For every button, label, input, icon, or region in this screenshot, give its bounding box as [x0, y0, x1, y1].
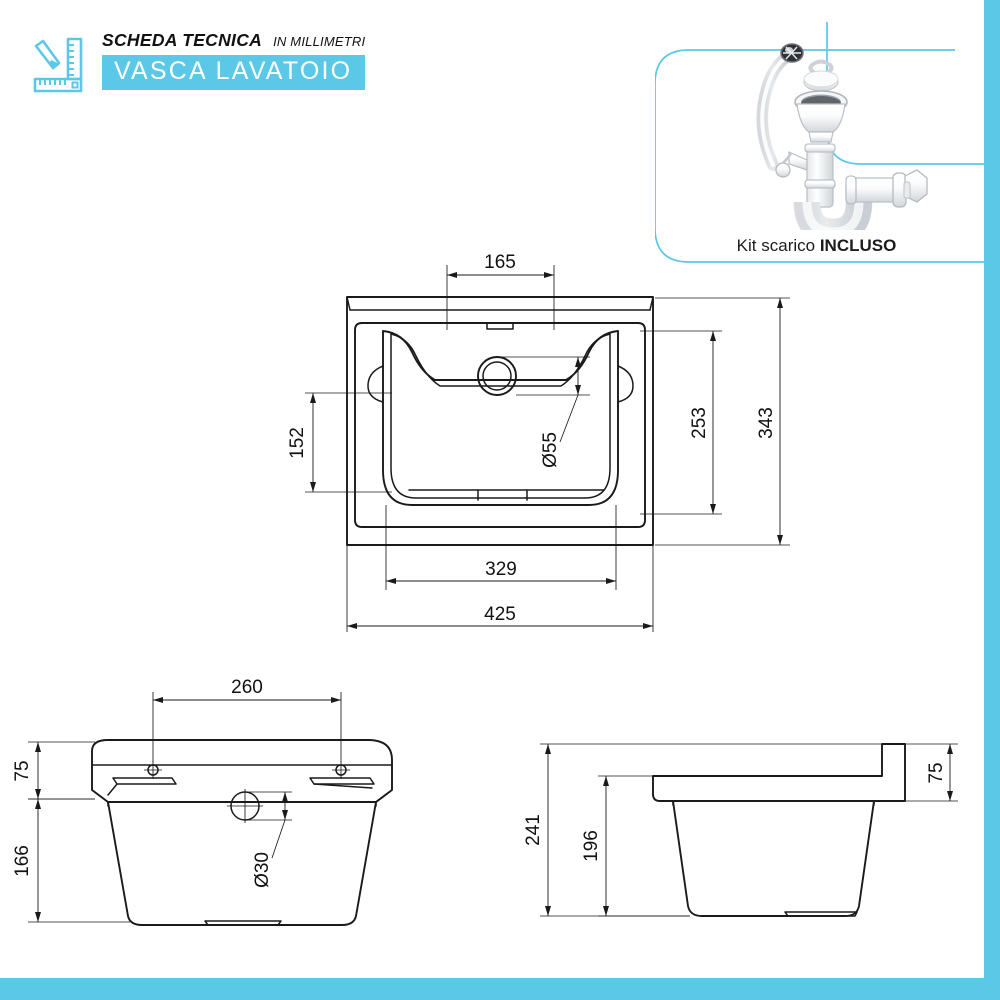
dim-152-label: 152: [287, 427, 308, 459]
dim-d30-label: Ø30: [252, 852, 273, 888]
dim-d55-label: Ø55: [540, 432, 561, 468]
front-view-drawing: 260 75 166 Ø30: [12, 677, 393, 926]
drain-kit-panel: Kit scarico INCLUSO: [655, 22, 1000, 272]
dim-241-label: 241: [523, 814, 544, 846]
dim-343-label: 343: [756, 407, 777, 439]
bottom-accent-bar: [0, 978, 1000, 1000]
product-name-banner: VASCA LAVATOIO: [102, 55, 366, 90]
dim-260-label: 260: [231, 677, 263, 698]
fixing-hole-left: [144, 761, 162, 779]
top-view-drawing: 165 152 Ø55 253 343: [287, 252, 790, 632]
kit-caption: Kit scarico INCLUSO: [655, 236, 978, 256]
dim-253-label: 253: [689, 407, 710, 439]
sheet-header: SCHEDA TECNICA IN MILLIMETRI VASCA LAVAT…: [28, 30, 366, 95]
overflow-hole: [227, 789, 263, 823]
dim-75-side-label: 75: [926, 762, 947, 783]
side-view-drawing: 241 196 75: [523, 743, 958, 917]
sheet-title: SCHEDA TECNICA: [102, 30, 263, 50]
kit-caption-emphasis: INCLUSO: [819, 236, 897, 255]
dim-75-front-label: 75: [12, 760, 33, 781]
dim-166-label: 166: [12, 845, 33, 877]
kit-caption-prefix: Kit scarico: [736, 236, 820, 255]
dim-425-label: 425: [484, 604, 516, 625]
dim-329-label: 329: [485, 559, 517, 580]
dim-196-label: 196: [581, 830, 602, 862]
right-accent-bar: [984, 0, 1000, 985]
fixing-hole-right: [332, 761, 350, 779]
dim-165-label: 165: [484, 252, 516, 273]
sheet-units-note: IN MILLIMETRI: [273, 34, 366, 49]
drain-siphon-kit-illustration: [733, 30, 933, 246]
pencil-ruler-icon: [28, 33, 90, 95]
